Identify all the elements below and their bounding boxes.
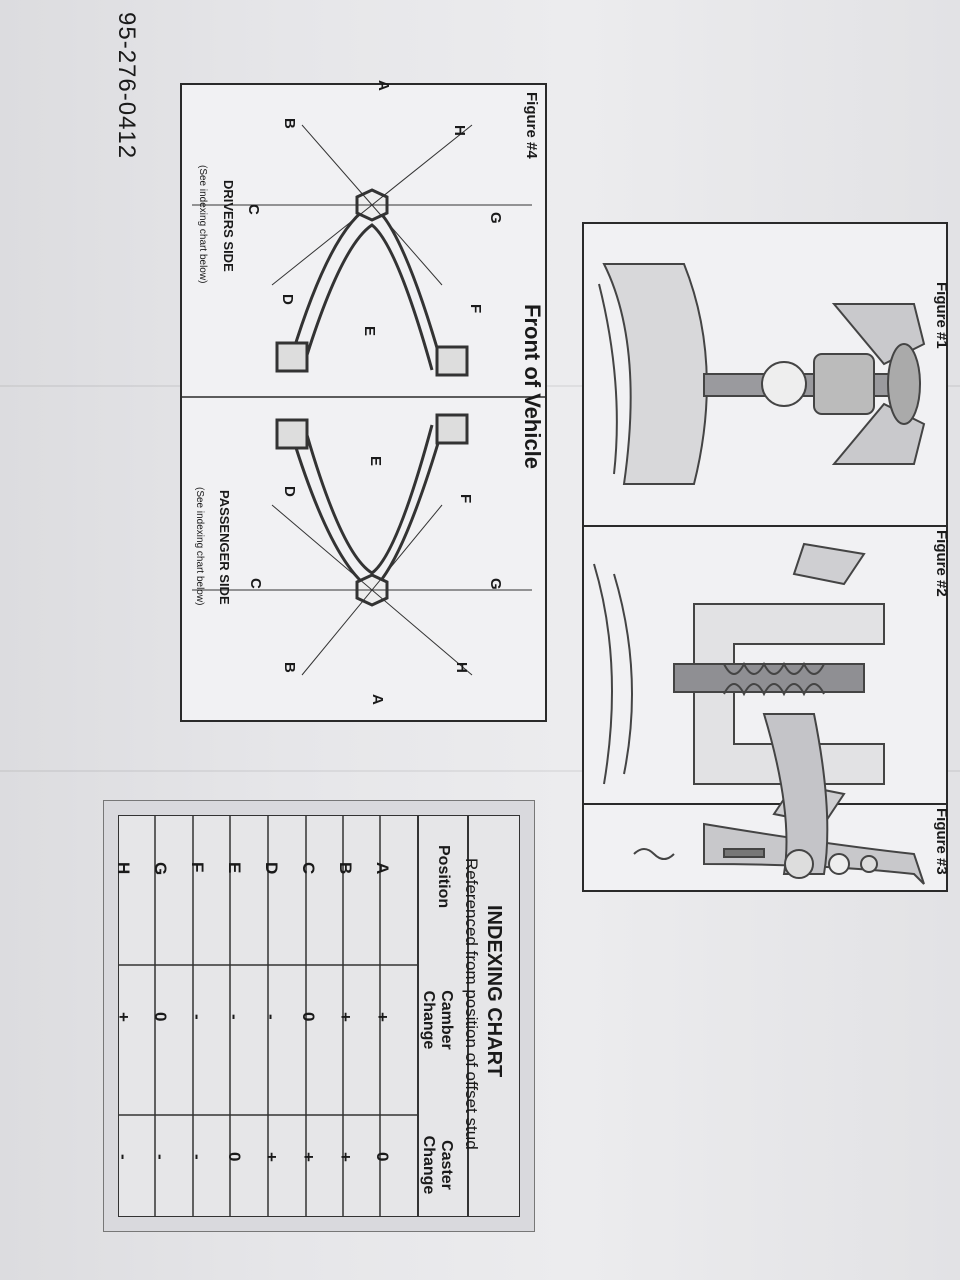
pos-label-c-driver: C bbox=[245, 204, 262, 215]
figure-4-drawing bbox=[182, 124, 545, 676]
figures-panel bbox=[582, 222, 948, 892]
figure-3-drawing bbox=[633, 713, 925, 885]
pos-label-a-passenger: A bbox=[369, 694, 386, 705]
row-e-position: E bbox=[225, 862, 244, 874]
figure-4-label: Figure #4 bbox=[523, 92, 540, 159]
pos-label-h-driver: H bbox=[451, 125, 468, 136]
figure-2-label: Figure #2 bbox=[933, 530, 950, 597]
row-h-camber: + bbox=[114, 1012, 133, 1022]
row-g-position: G bbox=[151, 862, 170, 876]
drivers-side-note: (See indexing chart below) bbox=[197, 165, 208, 284]
row-e-camber: - bbox=[225, 1014, 244, 1020]
pos-label-f-driver: F bbox=[467, 304, 484, 314]
row-f-caster: - bbox=[188, 1154, 207, 1160]
row-b-caster: + bbox=[336, 1152, 355, 1162]
row-f-camber: - bbox=[188, 1014, 207, 1020]
header-camber: Camber Change bbox=[420, 990, 455, 1050]
figure-1-label: Figure #1 bbox=[933, 282, 950, 349]
row-c-position: C bbox=[299, 862, 318, 875]
row-a-position: A bbox=[373, 862, 392, 875]
row-e-caster: 0 bbox=[225, 1152, 244, 1162]
row-d-camber: - bbox=[262, 1014, 281, 1020]
figure-2-drawing bbox=[593, 542, 885, 826]
pos-label-g-driver: G bbox=[487, 212, 504, 224]
passenger-side-label: PASSENGER SIDE bbox=[217, 490, 232, 605]
header-position: Position bbox=[435, 845, 452, 909]
passenger-side-arm bbox=[192, 413, 532, 676]
row-b-position: B bbox=[336, 862, 355, 875]
row-h-position: H bbox=[114, 862, 133, 875]
row-c-caster: + bbox=[299, 1152, 318, 1162]
passenger-side-note: (See indexing chart below) bbox=[194, 487, 205, 606]
pos-label-e-passenger: E bbox=[367, 456, 384, 467]
pos-label-b-passenger: B bbox=[281, 662, 298, 673]
indexing-chart bbox=[103, 800, 535, 1232]
indexing-chart-grid bbox=[118, 815, 520, 1217]
drivers-side-arm bbox=[192, 124, 532, 377]
figure-1-drawing bbox=[598, 263, 926, 485]
figure-4-panel bbox=[180, 83, 547, 722]
figure-3-label: Figure #3 bbox=[933, 808, 950, 875]
row-d-caster: + bbox=[262, 1152, 281, 1162]
header-caster: Caster Change bbox=[420, 1135, 455, 1195]
row-c-camber: 0 bbox=[299, 1012, 318, 1022]
row-b-camber: + bbox=[336, 1012, 355, 1022]
indexing-chart-title: INDEXING CHART bbox=[483, 905, 505, 1078]
row-h-caster: - bbox=[114, 1154, 133, 1160]
row-g-caster: - bbox=[151, 1154, 170, 1160]
pos-label-e-driver: E bbox=[361, 326, 378, 337]
row-a-caster: 0 bbox=[373, 1152, 392, 1162]
pos-label-g-passenger: G bbox=[487, 578, 504, 590]
pos-label-f-passenger: F bbox=[457, 494, 474, 504]
drivers-side-label: DRIVERS SIDE bbox=[221, 180, 236, 272]
pos-label-d-driver: D bbox=[279, 294, 296, 305]
row-g-camber: 0 bbox=[151, 1012, 170, 1022]
part-number: 95-276-0412 bbox=[113, 12, 140, 160]
pos-label-h-passenger: H bbox=[453, 662, 470, 673]
pos-label-a-driver: A bbox=[375, 80, 392, 91]
indexing-chart-subtitle: Referenced from position of offset stud bbox=[462, 858, 481, 1150]
pos-label-b-driver: B bbox=[281, 118, 298, 129]
fold-crease bbox=[0, 770, 960, 772]
row-a-camber: + bbox=[373, 1012, 392, 1022]
pos-label-c-passenger: C bbox=[247, 578, 264, 589]
row-f-position: F bbox=[188, 862, 207, 873]
pos-label-d-passenger: D bbox=[281, 486, 298, 497]
front-of-vehicle-title: Front of Vehicle bbox=[520, 304, 545, 470]
figures-1-3-illustrations bbox=[584, 263, 946, 885]
row-d-position: D bbox=[262, 862, 281, 875]
